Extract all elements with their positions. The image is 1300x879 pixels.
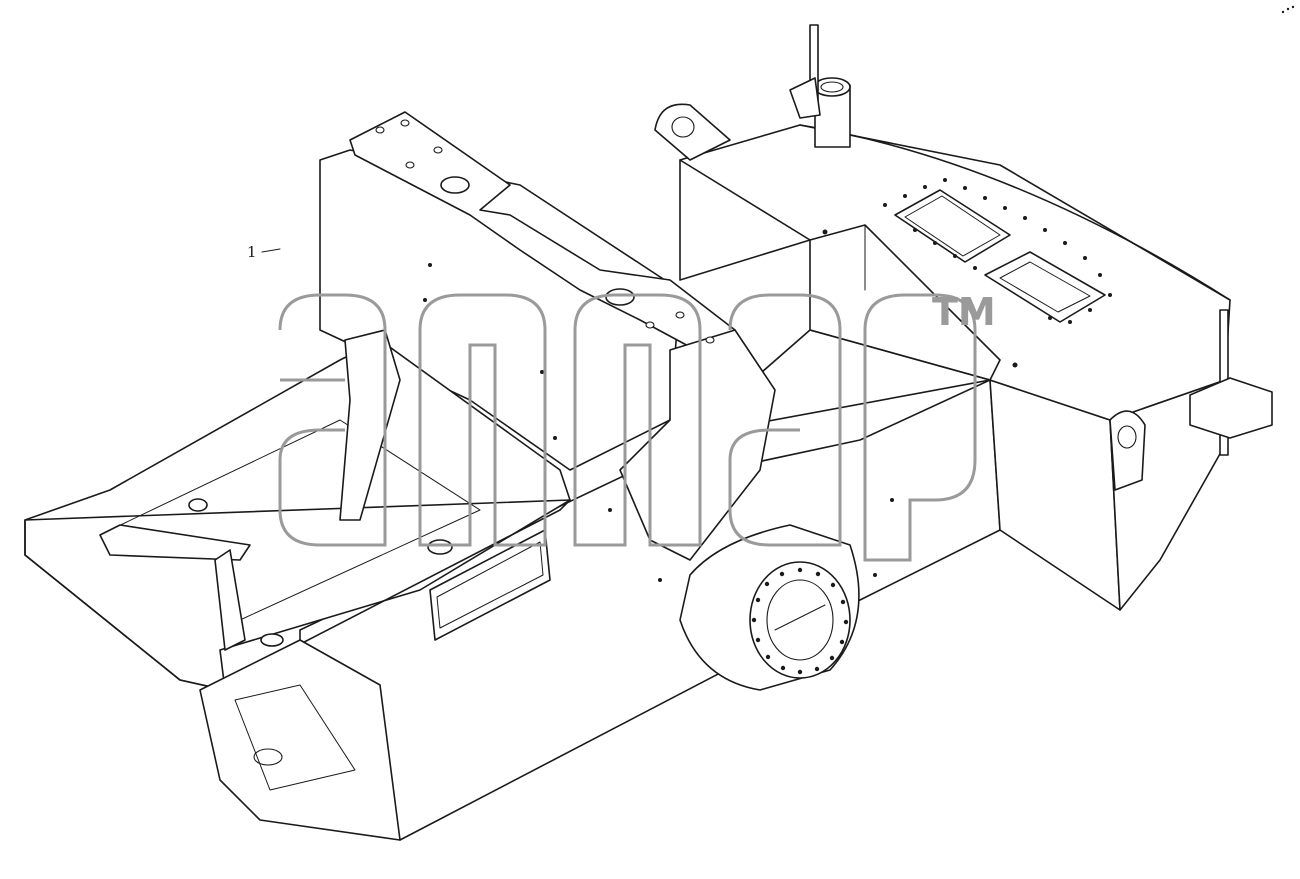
slewing-ring-bolts (751, 567, 849, 675)
watermark-logo: TM (278, 290, 996, 562)
bracket-post-right (1189, 309, 1273, 456)
deck-opening-rear (984, 251, 1106, 323)
slewing-ring (679, 524, 860, 691)
side-access-window (429, 529, 551, 641)
frame-lower-pedestal (199, 639, 401, 841)
callout-label-1: 1 (247, 243, 257, 261)
lifting-eye-top (654, 103, 731, 161)
callout-1: 1 (247, 243, 281, 261)
exhaust-stack (813, 77, 851, 148)
lifting-eye-right (1109, 410, 1146, 491)
deck-opening-front (894, 189, 1011, 263)
frame-main-body (299, 124, 1231, 841)
deck-bolt-holes (883, 178, 1112, 324)
frame-front-section (24, 111, 776, 691)
watermark-tm: TM (932, 290, 996, 334)
bracket-post-left (789, 24, 821, 119)
corner-marks (1281, 5, 1295, 14)
